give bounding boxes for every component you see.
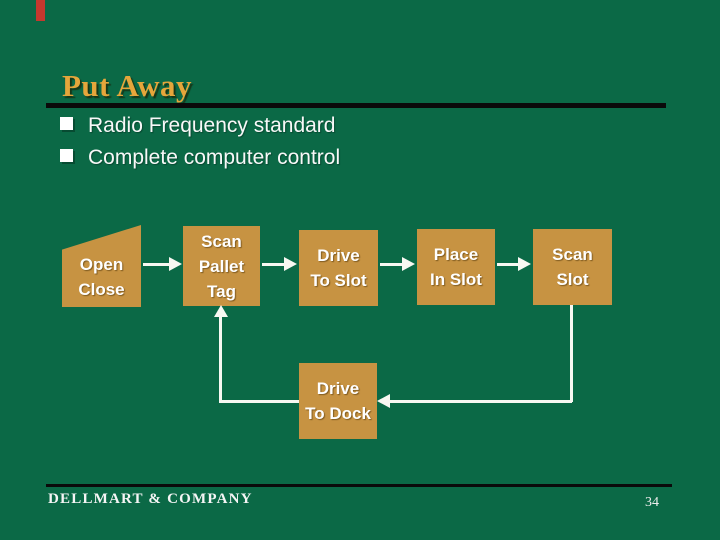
node-line: Drive (317, 246, 360, 265)
red-accent-bar (36, 0, 45, 21)
bullet-square-icon (60, 117, 73, 130)
bullet-square-icon (60, 149, 73, 162)
node-line: Scan (201, 231, 242, 251)
bullet-text: Complete computer control (88, 146, 341, 169)
arrow-up-icon (214, 305, 228, 317)
slide-title: Put Away (62, 68, 193, 103)
arrow-line (262, 263, 286, 266)
connector-line (219, 317, 222, 403)
connector-line (219, 400, 299, 403)
arrow-right-icon (284, 257, 297, 271)
title-underline (46, 103, 666, 108)
arrow-line (497, 263, 520, 266)
arrow-right-icon (169, 257, 182, 271)
arrow-right-icon (518, 257, 531, 271)
node-line: Place (433, 245, 479, 264)
bullet-item: Radio Frequency standard (60, 112, 340, 144)
node-line: Slot (556, 270, 589, 289)
bullet-list: Radio Frequency standard Complete comput… (60, 112, 340, 176)
node-line: Tag (207, 281, 236, 301)
node-line: In Slot (430, 270, 482, 289)
flow-node-open-close: Open Close (62, 225, 141, 307)
arrow-line (380, 263, 404, 266)
bullet-text: Radio Frequency standard (88, 114, 336, 137)
arrow-left-icon (377, 394, 390, 408)
node-line: Close (78, 280, 125, 299)
node-line: To Dock (305, 404, 371, 423)
node-line: Open (79, 255, 124, 274)
flow-node-scan-slot: Scan Slot (533, 229, 612, 305)
node-line: Pallet (198, 256, 245, 276)
page-number: 34 (645, 495, 659, 510)
flow-node-scan-pallet-tag: Scan Pallet Tag (183, 226, 260, 306)
bullet-item: Complete computer control (60, 144, 340, 176)
arrow-right-icon (402, 257, 415, 271)
arrow-line (143, 263, 171, 266)
footer-divider (46, 484, 672, 487)
node-line: Drive (316, 379, 360, 398)
flow-node-drive-to-dock: Drive To Dock (299, 363, 377, 439)
flow-node-drive-to-slot: Drive To Slot (299, 230, 378, 306)
connector-line (570, 305, 573, 402)
flow-node-place-in-slot: Place In Slot (417, 229, 495, 305)
connector-line (390, 400, 572, 403)
node-line: Scan (552, 245, 593, 264)
node-line: To Slot (310, 271, 367, 290)
footer-company: DELLMART & COMPANY (48, 491, 253, 507)
